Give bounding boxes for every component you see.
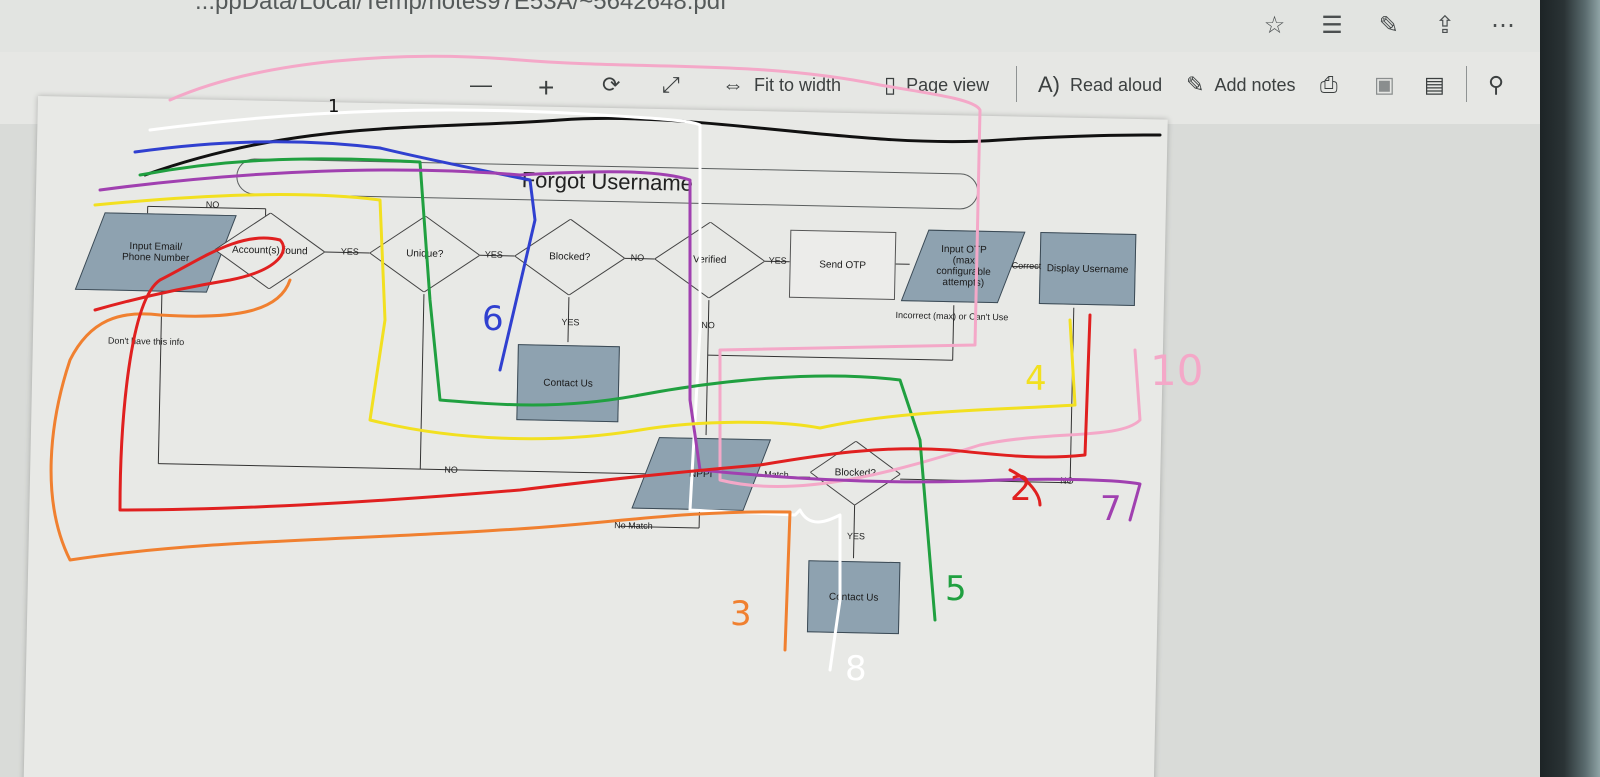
star-icon[interactable]: ☆ [1263, 12, 1286, 39]
read-aloud-icon: A) [1038, 72, 1060, 97]
favorites-icon[interactable]: ☰ [1321, 12, 1343, 39]
save-button[interactable]: ▣ [1374, 72, 1395, 98]
verified-node: Verified [653, 221, 766, 299]
unique-node: Unique? [368, 215, 481, 293]
toolbar-divider-2 [1466, 66, 1467, 102]
annotation-stroke-blue [133, 140, 537, 372]
fullscreen-button[interactable]: ⤢ [662, 72, 680, 98]
annotation-stroke-red [93, 236, 1092, 512]
blocked-node-1: Blocked? [513, 218, 626, 296]
annotation-stroke-white [148, 108, 842, 672]
annotation-number-5: 5 [945, 569, 967, 609]
expand-icon: ⤢ [662, 72, 680, 97]
fit-width-icon: ⇔ [722, 72, 744, 97]
fit-to-width-button[interactable]: ⇔ Fit to width [722, 72, 841, 98]
blocked-node-2: Blocked? [809, 440, 901, 506]
pin-icon: ⚲ [1488, 72, 1505, 97]
more-icon[interactable]: ⋯ [1491, 12, 1515, 39]
rotate-icon: ⟳ [602, 72, 621, 97]
annotation-stroke-yellow [93, 193, 1077, 441]
pen-icon[interactable]: ✎ [1378, 12, 1399, 39]
annotation-number-3: 3 [730, 594, 752, 634]
annotation-stroke-orange [49, 278, 792, 652]
annotation-stroke-black [143, 116, 1162, 177]
monitor-screen: ...ppData/Local/Temp/notes97E53A/~564264… [0, 0, 1545, 777]
page-view-button[interactable]: ▯ Page view [884, 72, 989, 98]
annotation-number-6: 6 [482, 299, 504, 339]
share-icon[interactable]: ⇪ [1434, 12, 1455, 39]
read-aloud-button[interactable]: A) Read aloud [1038, 72, 1162, 98]
annotation-number-1: 1 [328, 96, 339, 117]
save-as-button[interactable]: ▤ [1424, 72, 1445, 98]
read-aloud-label: Read aloud [1070, 74, 1163, 95]
save-icon: ▣ [1374, 72, 1395, 97]
pin-toolbar-button[interactable]: ⚲ [1488, 72, 1504, 98]
address-url[interactable]: ...ppData/Local/Temp/notes97E53A/~564264… [195, 0, 727, 15]
fit-to-width-label: Fit to width [754, 74, 842, 95]
zoom-out-button[interactable]: — [470, 72, 492, 98]
add-notes-label: Add notes [1214, 74, 1296, 95]
zoom-in-icon: + [538, 72, 555, 103]
monitor-bezel [1540, 0, 1600, 777]
annotation-layer: 1 2 3 4 5 6 7 8 10 [49, 54, 1203, 689]
annotation-stroke-pink [168, 54, 1142, 489]
print-icon: ⎙ [1320, 72, 1338, 97]
print-button[interactable]: ⎙ [1320, 72, 1338, 98]
save-as-icon: ▤ [1424, 72, 1445, 97]
annotation-number-7: 7 [1100, 489, 1122, 529]
rotate-button[interactable]: ⟳ [602, 72, 620, 98]
page-view-label: Page view [906, 74, 990, 95]
accounts-found-node: Account(s) found [214, 212, 326, 290]
add-notes-button[interactable]: ✎ Add notes [1186, 72, 1296, 98]
annotation-stroke-purple [98, 168, 1142, 522]
annotation-number-4: 4 [1025, 359, 1047, 399]
pdf-page: Forgot Username [23, 96, 1168, 777]
add-notes-icon: ✎ [1186, 72, 1205, 97]
annotation-stroke-green [138, 157, 937, 622]
annotation-stroke-red-2 [1008, 468, 1042, 507]
zoom-out-icon: — [470, 72, 492, 97]
zoom-in-button[interactable]: + [538, 72, 554, 104]
page-view-icon: ▯ [884, 72, 897, 97]
annotation-number-2: 2 [1010, 469, 1032, 509]
address-bar[interactable]: ...ppData/Local/Temp/notes97E53A/~564264… [0, 0, 1545, 52]
annotation-number-8: 8 [845, 649, 867, 689]
annotation-number-10: 10 [1150, 346, 1203, 395]
toolbar-divider [1016, 66, 1017, 102]
